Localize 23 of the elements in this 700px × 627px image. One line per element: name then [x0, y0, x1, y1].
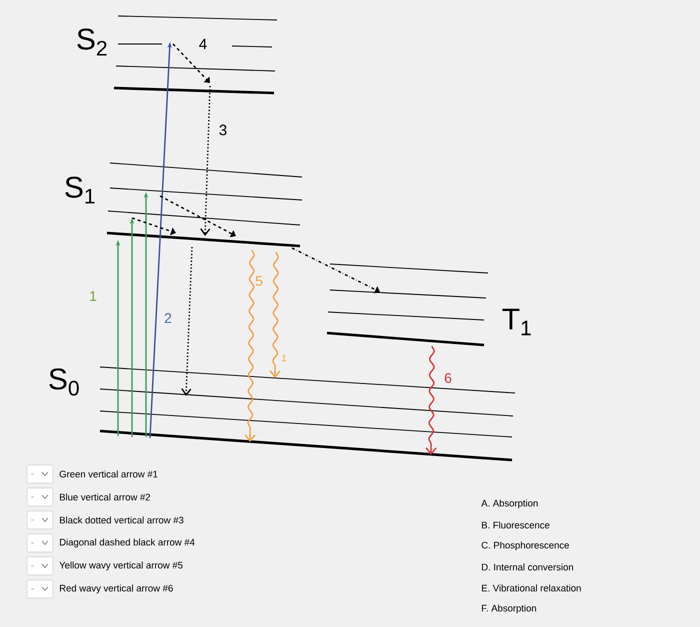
question-text: Blue vertical arrow #2: [60, 494, 150, 500]
state-label: T$_{1}$: [502, 308, 531, 336]
question-text: Diagonal dashed black arrow #4: [60, 538, 195, 548]
process-number: 6: [444, 373, 452, 383]
process-number: 3: [219, 124, 227, 136]
process-number: 4: [199, 38, 207, 50]
answer-option: F. Absorption: [482, 604, 536, 614]
answer-option: D. Internal conversion: [482, 564, 573, 570]
question-text: Yellow wavy vertical arrow #5: [59, 562, 183, 570]
answer-option: E. Vibrational relaxation: [482, 584, 581, 592]
process-number: 1: [282, 354, 286, 362]
answer-option: A. Absorption: [481, 500, 538, 508]
state-label: S$_{2}$: [77, 28, 107, 56]
answer-option: B. Fluorescence: [482, 522, 550, 528]
state-label: S$_{0}$: [49, 368, 79, 396]
question-text: Black dotted vertical arrow #3: [60, 516, 184, 524]
process-number: 1: [90, 291, 96, 301]
question-text: Green vertical arrow #1: [60, 470, 158, 478]
process-number: 5: [256, 276, 262, 286]
state-label: S$_{1}$: [65, 176, 95, 204]
question-text: Red wavy vertical arrow #6: [60, 584, 173, 594]
process-number: 2: [164, 313, 172, 323]
answer-option: C. Phosphorescence: [482, 542, 569, 550]
